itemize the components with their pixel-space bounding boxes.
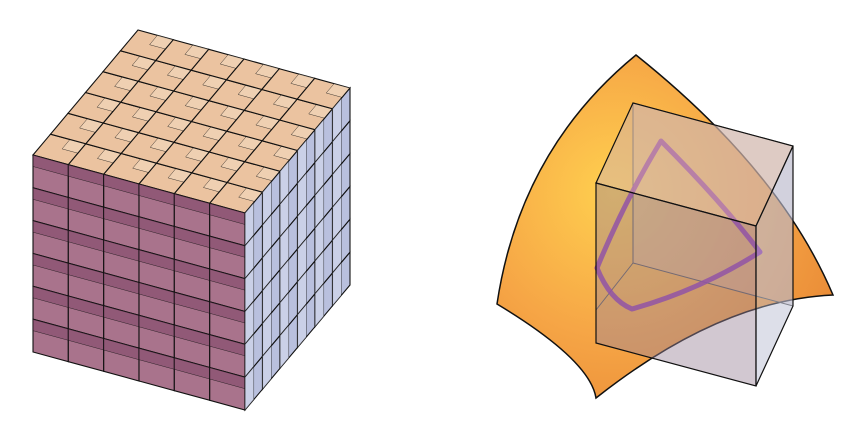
cube-side-face-overlay <box>755 145 794 387</box>
curved-triangle-surface <box>496 54 835 400</box>
cube-top-face <box>32 29 351 214</box>
side-face-cell-inner <box>297 303 307 349</box>
cube-side-face <box>244 86 351 412</box>
side-face-cell-inner <box>262 345 272 390</box>
side-face-cell-inner <box>279 324 289 369</box>
cube-hidden-edge <box>595 262 634 311</box>
side-face-cell-inner <box>314 282 324 328</box>
rounded-triangle-figure <box>496 54 835 400</box>
subdivided-cube <box>32 29 351 412</box>
side-face-cell-inner <box>332 262 342 307</box>
side-face-cell-inner <box>244 366 255 411</box>
cube-front-face <box>32 154 246 411</box>
